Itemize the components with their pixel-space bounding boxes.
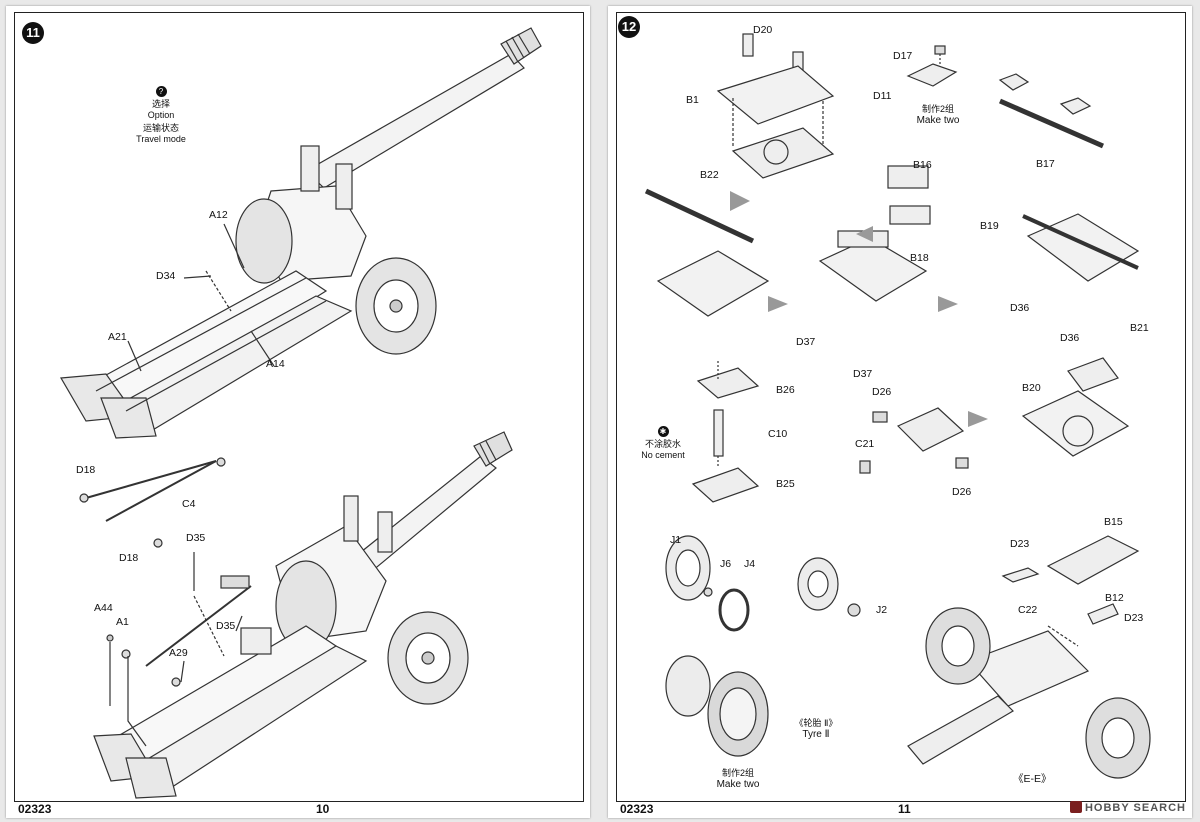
step-badge-12: 12 [618, 16, 640, 38]
part-label-a12: A12 [209, 209, 228, 221]
part-label-b21: B21 [1130, 322, 1149, 334]
question-icon: ? [141, 86, 181, 97]
part-label-d36-bottom: D36 [1060, 332, 1080, 344]
part-label-b15: B15 [1104, 516, 1123, 528]
part-label-a44: A44 [94, 602, 113, 614]
part-label-d34: D34 [156, 270, 176, 282]
part-label-j1: J1 [670, 534, 682, 546]
part-label-d17: D17 [893, 50, 913, 62]
no-cement-en: No cement [641, 450, 685, 460]
part-label-d36-top: D36 [1010, 302, 1030, 314]
part-label-a1: A1 [116, 616, 129, 628]
section-label-e-e: 《E-E》 [1013, 773, 1052, 785]
page-frame [14, 12, 584, 802]
tyre-en: Tyre Ⅱ [802, 729, 830, 740]
product-code: 02323 [620, 802, 654, 816]
page-frame [616, 12, 1186, 802]
part-label-c22: C22 [1018, 604, 1038, 616]
option-note: 选择 Option 运输状态 Travel mode [126, 99, 196, 145]
part-label-b19: B19 [980, 220, 999, 232]
part-label-b16: B16 [913, 159, 932, 171]
part-label-a21: A21 [108, 331, 127, 343]
part-label-b1: B1 [686, 94, 699, 106]
part-label-a29: A29 [169, 647, 188, 659]
part-label-d11: D11 [873, 90, 892, 102]
watermark: HOBBY SEARCH [1069, 801, 1186, 814]
no-cement-note: 不涂胶水 No cement [633, 439, 693, 461]
part-label-j6: J6 [720, 558, 732, 570]
part-label-c10: C10 [768, 428, 788, 440]
page-number: 10 [316, 802, 330, 816]
make-two-en: Make two [916, 115, 960, 126]
travel-cn: 运输状态 [142, 123, 179, 133]
make-two-cn: 制作2组 [721, 768, 754, 778]
hobby-search-logo-icon [1069, 801, 1082, 813]
option-cn: 选择 [151, 99, 170, 109]
no-cement-cn: 不涂胶水 [644, 439, 681, 449]
part-label-b17: B17 [1036, 158, 1055, 170]
part-label-b12: B12 [1105, 592, 1124, 604]
part-label-b26: B26 [776, 384, 795, 396]
part-label-c4: C4 [182, 498, 196, 510]
part-label-d23-top: D23 [1010, 538, 1030, 550]
part-label-b25: B25 [776, 478, 795, 490]
part-label-b18: B18 [910, 252, 929, 264]
part-label-b22: B22 [700, 169, 719, 181]
part-label-d18-bottom: D18 [119, 552, 139, 564]
part-label-j2: J2 [876, 604, 888, 616]
part-label-d26-top: D26 [872, 386, 892, 398]
make-two-en: Make two [716, 779, 760, 790]
page-number: 11 [898, 802, 911, 816]
part-label-d35-top: D35 [186, 532, 206, 544]
part-label-b20: B20 [1022, 382, 1041, 394]
make-two-cn: 制作2组 [921, 104, 954, 114]
part-label-d37-right: D37 [853, 368, 873, 380]
part-label-d18-top: D18 [76, 464, 96, 476]
tyre-note: 《轮胎 Ⅱ》 Tyre Ⅱ [786, 718, 846, 740]
instruction-page-right: 12 [608, 6, 1192, 818]
part-label-d23-bottom: D23 [1124, 612, 1144, 624]
part-label-d26-bottom: D26 [952, 486, 972, 498]
step-badge-11: 11 [22, 22, 44, 44]
travel-en: Travel mode [136, 134, 186, 144]
part-label-j4: J4 [744, 558, 756, 570]
option-en: Option [147, 110, 175, 120]
part-label-d37-left: D37 [796, 336, 816, 348]
carriage-assembly-illustration [644, 33, 1151, 779]
watermark-text: HOBBY SEARCH [1084, 802, 1186, 814]
make-two-note-1: 制作2组 Make two [913, 104, 963, 126]
make-two-note-2: 制作2组 Make two [708, 768, 768, 790]
instruction-page-left: 11 [6, 6, 590, 818]
no-glue-icon: ✱ [653, 426, 673, 437]
part-label-a14: A14 [266, 358, 285, 370]
howitzer-travel-illustration [60, 27, 542, 799]
part-label-d20: D20 [753, 24, 773, 36]
part-label-c21: C21 [855, 438, 875, 450]
product-code: 02323 [18, 802, 52, 816]
tyre-cn: 《轮胎 Ⅱ》 [794, 718, 838, 728]
part-label-d35-bottom: D35 [216, 620, 236, 632]
